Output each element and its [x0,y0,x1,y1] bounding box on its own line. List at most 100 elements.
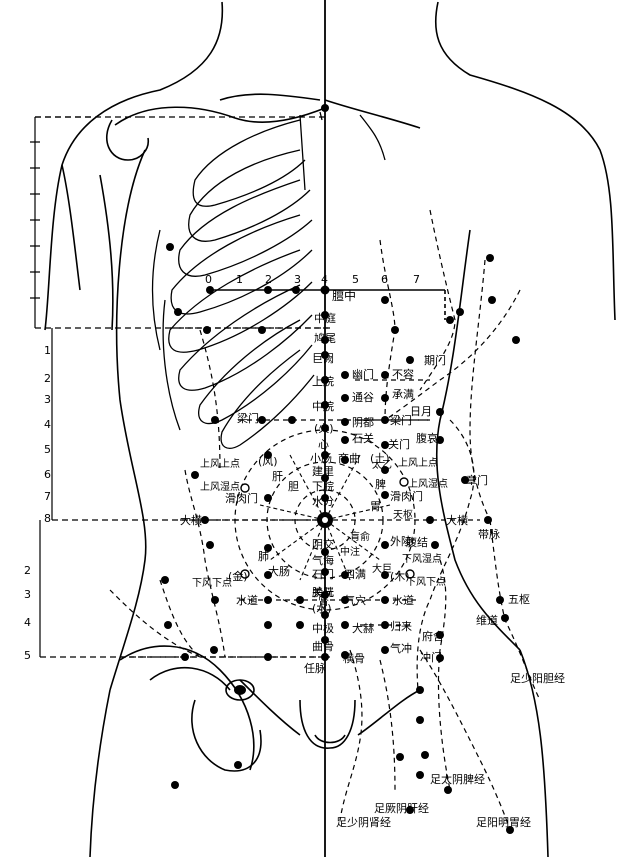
ruler-labels: 0 1 2 3 4 5 6 7 [205,273,420,286]
point-label: 上风湿点 [200,481,240,493]
point-label: 下风下点 [406,576,446,588]
element-markers: (火) (风) (土) (金) (水) (木) [228,422,410,615]
point-label: 气海 [312,553,334,567]
stomach-labels: 不容 承满 梁门 关门 太乙 滑肉门 天枢 外陵 大巨 水道 归来 气冲 [372,367,423,655]
organ-label: 脾 [375,477,386,491]
scale-number: 8 [44,512,51,525]
point-label: 横骨 [343,651,365,665]
scale-number: 5 [24,649,31,662]
scale-number: 2 [24,564,31,577]
organ-label: 膀胱 [312,585,334,599]
point-label: 通谷 [352,391,374,404]
left-labels: 梁门 滑肉门 大横 水道 上风上点 上风湿点 下风下点 [180,411,259,607]
right-labels: 上风上点 上风湿点 下风湿点 下风下点 [398,457,448,588]
ruler-label: 2 [265,273,272,286]
point-label: 幽门 [352,367,374,381]
element-marker: (木) [390,570,410,583]
element-marker: (水) [312,602,332,615]
organ-label: 心 [318,438,329,451]
ruler-label: 0 [205,273,212,286]
point-label: 下风下点 [192,577,232,589]
point-label: 气穴 [344,593,366,607]
channel-labels: 足少阳胆经 足太阴脾经 足厥阴肝经 足阳明胃经 足少阴肾经 [336,672,565,829]
point-label: 府舍 [422,629,444,643]
point-label: 鸠尾 [314,331,336,345]
scale-number: 3 [44,393,51,406]
ruler-label: 3 [294,273,301,286]
point-label: 气冲 [390,641,412,655]
hollow-markers [240,477,415,579]
point-label: 归来 [390,619,412,633]
point-label: 冲门 [420,650,442,664]
navel-center [322,517,328,523]
acupoint-dots [161,104,520,834]
point-label: 五枢 [508,592,530,606]
ruler-label: 4 [321,273,328,286]
organ-label: 肾 [318,595,329,608]
point-label: 上风湿点 [408,478,448,490]
point-label: 梁门 [237,411,259,425]
point-label: 上风上点 [200,458,240,470]
organ-label: 胃 [370,500,381,513]
point-label: 上脘 [312,374,334,388]
element-marker: (火) [314,422,334,435]
ruler-label: 5 [352,273,359,286]
point-label: 带脉 [478,527,500,541]
point-label: 承满 [392,388,414,401]
point-label: 大横 [446,513,468,527]
point-label: 外陵 [390,535,412,548]
point-label: 太乙 [372,458,392,471]
point-label: 阴都 [352,416,374,429]
organ-labels: 心 小肠 肝 胆 脾 胃 肺 大肠 肾 膀胱 [258,438,386,608]
point-label: 上风上点 [398,457,438,469]
point-label: 四满 [344,568,366,581]
point-label: 水道 [392,593,414,607]
point-label: 关元 [312,585,334,599]
scale-number: 3 [24,588,31,601]
rib-cage [151,111,386,449]
element-marker: (风) [258,455,278,468]
point-label: 腹哀 [416,431,438,445]
navel-spokes [259,454,391,581]
channel-label: 足太阴脾经 [430,772,485,786]
element-marker: (土) [370,452,390,465]
kidney-labels: 幽门 通谷 阴都 石关 商曲 肓俞 中注 四满 气穴 大赫 横骨 [338,367,374,665]
point-label: 石关 [352,431,374,445]
point-label: 石门 [312,567,334,581]
point-label: 大赫 [352,621,374,635]
midline-labels: 膻中 中庭 鸠尾 巨阙 上脘 中脘 建里 下脘 水分 阴交 气海 石门 关元 中… [304,288,356,675]
point-label: 肓俞 [350,530,370,543]
point-label: 滑肉门 [390,489,423,503]
guide-lines [109,209,541,831]
scale-number: 4 [44,418,51,431]
point-label: 滑肉门 [225,491,258,505]
point-label: 天枢 [393,508,413,521]
ruler-label: 7 [413,273,420,286]
point-label: 中极 [312,621,334,635]
point-label: 大巨 [372,562,392,575]
point-label: 不容 [392,367,414,381]
ruler-label: 6 [381,273,388,286]
point-label: 中注 [340,545,360,558]
channel-label: 足厥阴肝经 [374,802,429,815]
point-label: 水道 [236,593,258,607]
scale-number: 1 [44,344,51,357]
point-label: 任脉 [304,661,326,675]
point-label: 关门 [388,437,410,451]
point-label: 维道 [476,613,498,627]
body-outline [44,1,616,857]
gallbladder-labels: 章门 带脉 五枢 维道 [466,473,530,627]
point-label: 梁门 [390,413,412,427]
point-label: 下风湿点 [402,553,442,565]
spleen-labels: 期门 日月 腹哀 大横 腹结 府舍 冲门 [406,353,468,664]
scale-number: 6 [44,468,51,481]
organ-label: 肝 [272,470,283,483]
point-label: 日月 [410,405,432,418]
point-label: 曲骨 [312,640,334,653]
element-marker: (金) [228,569,248,583]
point-label: 巨阙 [312,352,334,365]
scale-number: 2 [44,372,51,385]
point-label: 建里 [312,464,334,478]
scale-number: 7 [44,490,51,503]
